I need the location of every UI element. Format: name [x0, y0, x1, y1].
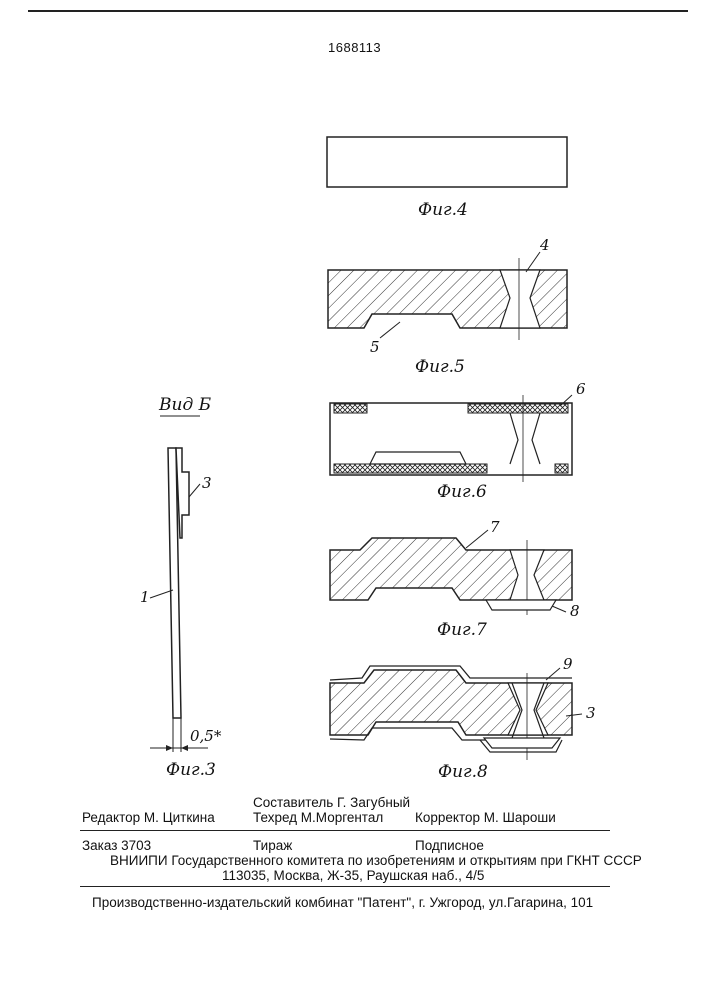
fig7-drawing [330, 530, 572, 615]
fig6-drawing [330, 395, 572, 482]
imprint-publisher: Производственно-издательский комбинат "П… [92, 895, 593, 910]
fig3-drawing [150, 416, 208, 752]
fig8-label-3: 3 [586, 704, 596, 722]
fig8-caption: Фиг.8 [438, 762, 488, 782]
fig5-label-4: 4 [540, 236, 550, 254]
fig6-label-6: 6 [576, 380, 586, 398]
imprint-rule-1 [80, 830, 610, 831]
fig3-label-1: 1 [140, 588, 150, 606]
fig8-label-9: 9 [563, 655, 573, 673]
fig3-label-3: 3 [202, 474, 212, 492]
imprint-compiler: Составитель Г. Загубный [253, 795, 410, 810]
fig4-caption: Фиг.4 [418, 200, 468, 220]
imprint-subscription: Подписное [415, 838, 484, 853]
fig7-label-7: 7 [490, 518, 500, 536]
imprint-techred: Техред М.Моргентал [253, 810, 383, 825]
imprint-rule-2 [80, 886, 610, 887]
fig3-dimension: 0,5* [190, 727, 221, 745]
fig5-drawing [328, 252, 567, 340]
imprint-org-line2: 113035, Москва, Ж-35, Раушская наб., 4/5 [222, 868, 484, 883]
imprint-org-line1: ВНИИПИ Государственного комитета по изоб… [110, 853, 642, 868]
fig8-drawing [330, 666, 582, 760]
fig5-caption: Фиг.5 [415, 357, 465, 377]
fig3-caption: Фиг.3 [166, 760, 216, 780]
imprint-editor: Редактор М. Циткина [82, 810, 215, 825]
imprint-circulation: Тираж [253, 838, 292, 853]
fig5-label-5: 5 [370, 338, 380, 356]
fig6-caption: Фиг.6 [437, 482, 487, 502]
fig3-view-label: Вид Б [159, 395, 211, 415]
fig7-caption: Фиг.7 [437, 620, 487, 640]
imprint-proofreader: Корректор М. Шароши [415, 810, 556, 825]
imprint-order: Заказ 3703 [82, 838, 151, 853]
fig7-label-8: 8 [570, 602, 580, 620]
fig4-plate [327, 137, 567, 187]
